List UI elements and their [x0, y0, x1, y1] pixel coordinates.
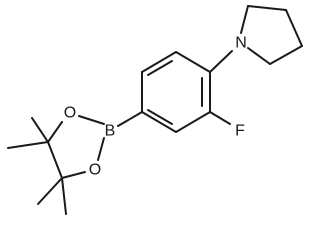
bond-c-c [47, 141, 63, 179]
bond-c5-n [240, 5, 249, 34]
bond-methyl-2 [7, 141, 49, 149]
atom-label-fluorine: F [235, 123, 245, 140]
bond-c4-c5 [247, 5, 287, 11]
bond-o-top-c [47, 121, 63, 143]
bond-c3-c4 [141, 111, 177, 133]
benzene-ring [141, 51, 211, 133]
bond-methyl-1 [31, 117, 49, 143]
bond-c3-c4 [285, 9, 303, 47]
methyl-groups [7, 117, 67, 215]
bond-c-f [209, 111, 231, 125]
bond-n-c2 [247, 47, 271, 65]
bond-n-aryl [209, 50, 233, 73]
pyrrolidine-ring [240, 5, 303, 65]
bond-c2-c3 [269, 45, 303, 65]
bond-c3-c4-inner [147, 109, 173, 125]
bond-b-o-bottom [97, 137, 105, 161]
bond-methyl-3 [37, 177, 63, 205]
bond-c2-c3 [175, 111, 211, 133]
bond-methyl-4 [61, 177, 67, 215]
atom-label-oxygen-top: O [64, 105, 76, 122]
atom-label-nitrogen: N [235, 35, 247, 52]
atom-label-oxygen-bottom: O [89, 162, 101, 179]
bond-aryl-b [117, 111, 143, 127]
bond-b-o-top [78, 115, 105, 125]
bond-c5-c6-inner [147, 60, 173, 76]
atom-label-boron: B [105, 123, 116, 140]
bond-c5-c6 [141, 51, 177, 73]
bond-c6-c1 [175, 51, 211, 73]
dioxaborolane-ring [47, 115, 105, 179]
chemical-structure-diagram: N F B O O [7, 5, 303, 215]
bond-o-bottom-c [61, 171, 86, 179]
